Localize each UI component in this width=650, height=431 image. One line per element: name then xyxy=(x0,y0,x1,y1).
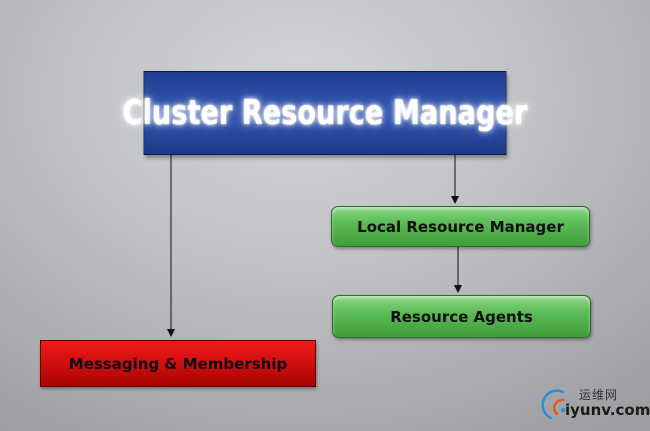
wifi-arc-icon xyxy=(541,389,566,420)
node-cluster-resource-manager: Cluster Resource Manager xyxy=(123,71,527,155)
node-label: Resource Agents xyxy=(390,307,533,326)
watermark-top-text: 运维网 xyxy=(579,388,619,402)
watermark: 运维网 iyunv.com xyxy=(541,380,650,428)
node-label: Messaging & Membership xyxy=(68,354,288,373)
node-label: Cluster Resource Manager xyxy=(122,93,528,133)
node-local-resource-manager: Local Resource Manager xyxy=(331,206,590,247)
watermark-bottom-text: iyunv.com xyxy=(565,401,650,419)
node-messaging-membership: Messaging & Membership xyxy=(40,340,316,387)
node-label: Local Resource Manager xyxy=(357,217,564,236)
node-resource-agents: Resource Agents xyxy=(332,295,591,338)
